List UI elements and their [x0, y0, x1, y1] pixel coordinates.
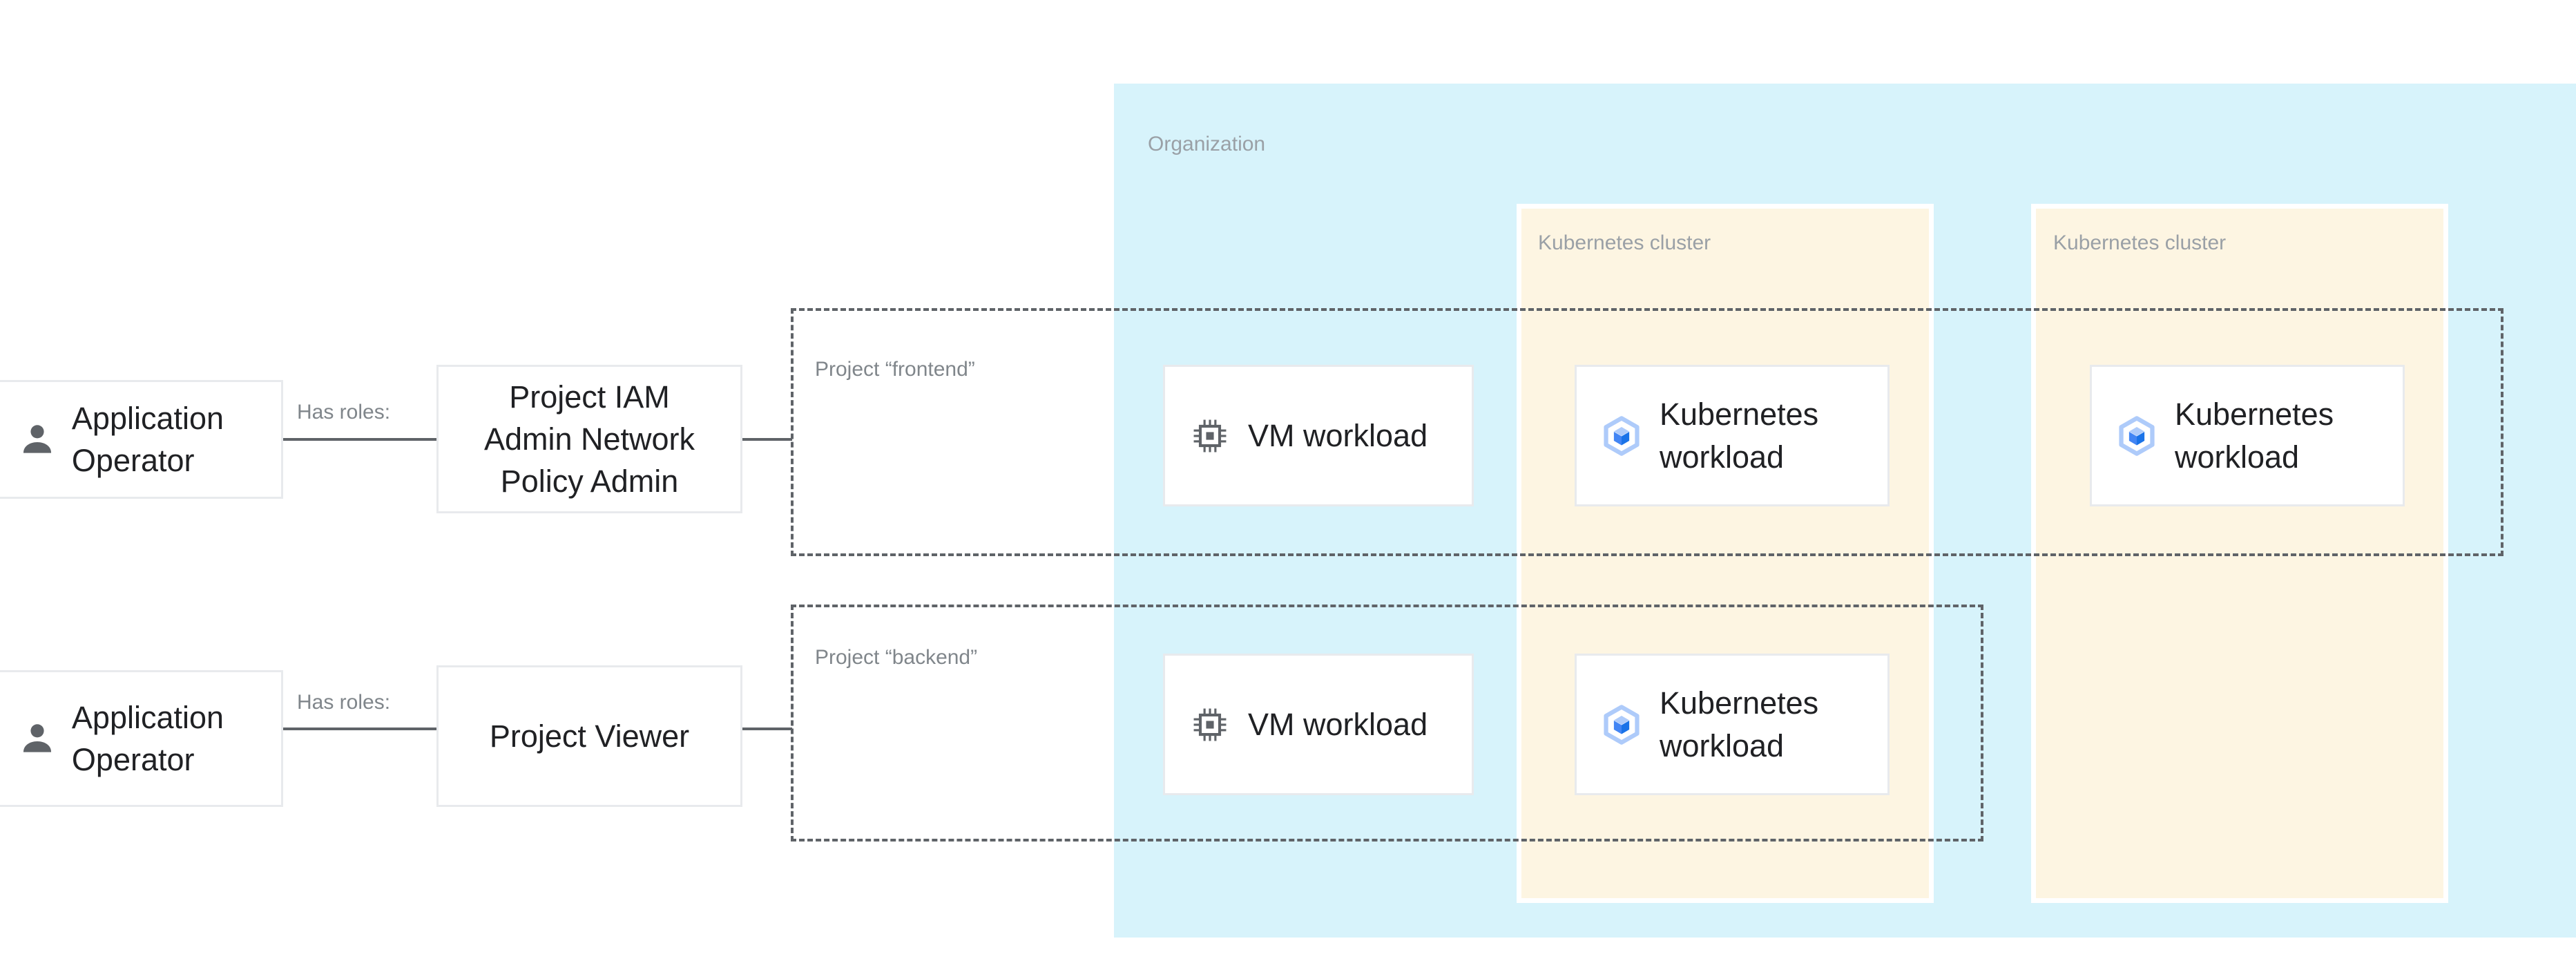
actor-card-2[interactable]: Application Operator: [0, 670, 283, 807]
project-box-frontend: [791, 308, 2503, 556]
connector-actor2-role2: [283, 728, 436, 730]
workload-label-frontend-vm: VM workload: [1248, 417, 1428, 453]
actor-card-1[interactable]: Application Operator: [0, 380, 283, 499]
connector-actor1-role1: [283, 438, 436, 441]
edge-label-has-roles-2: Has roles:: [297, 691, 391, 714]
workload-label-frontend-k8s-1: Kubernetes workload: [1660, 397, 1819, 475]
kubernetes-cube-icon: [1604, 415, 1640, 456]
workload-card-frontend-k8s-2[interactable]: Kubernetes workload: [2090, 365, 2405, 506]
workload-card-backend-k8s[interactable]: Kubernetes workload: [1575, 654, 1890, 795]
role-card-1[interactable]: Project IAM Admin Network Policy Admin: [436, 365, 742, 513]
role-label-2: Project Viewer: [489, 718, 690, 754]
workload-label-frontend-k8s-2: Kubernetes workload: [2175, 397, 2334, 475]
person-icon: [23, 425, 51, 453]
workload-label-backend-k8s: Kubernetes workload: [1660, 685, 1819, 763]
kubernetes-cube-icon: [1604, 704, 1640, 745]
workload-card-backend-vm[interactable]: VM workload: [1163, 654, 1474, 795]
actor-label-2: Application Operator: [71, 699, 224, 777]
project-label-frontend: Project “frontend”: [815, 358, 975, 381]
cpu-chip-icon: [1193, 419, 1227, 452]
role-card-2[interactable]: Project Viewer: [436, 665, 742, 807]
connector-role2-project-backend: [742, 728, 792, 730]
cpu-chip-icon: [1193, 708, 1227, 741]
role-label-1: Project IAM Admin Network Policy Admin: [483, 379, 695, 500]
project-label-backend: Project “backend”: [815, 646, 978, 669]
organization-label: Organization: [1148, 133, 1266, 155]
connector-role1-project-frontend: [742, 438, 792, 441]
kubernetes-cluster-label-2: Kubernetes cluster: [2053, 231, 2227, 254]
kubernetes-cube-icon: [2119, 415, 2155, 456]
actor-label-1: Application Operator: [71, 400, 224, 478]
edge-label-has-roles-1: Has roles:: [297, 401, 391, 424]
person-icon: [23, 724, 51, 752]
kubernetes-cluster-label-1: Kubernetes cluster: [1538, 231, 1711, 254]
project-box-backend: [791, 605, 1983, 841]
workload-card-frontend-vm[interactable]: VM workload: [1163, 365, 1474, 506]
workload-card-frontend-k8s-1[interactable]: Kubernetes workload: [1575, 365, 1890, 506]
workload-label-backend-vm: VM workload: [1248, 706, 1428, 742]
